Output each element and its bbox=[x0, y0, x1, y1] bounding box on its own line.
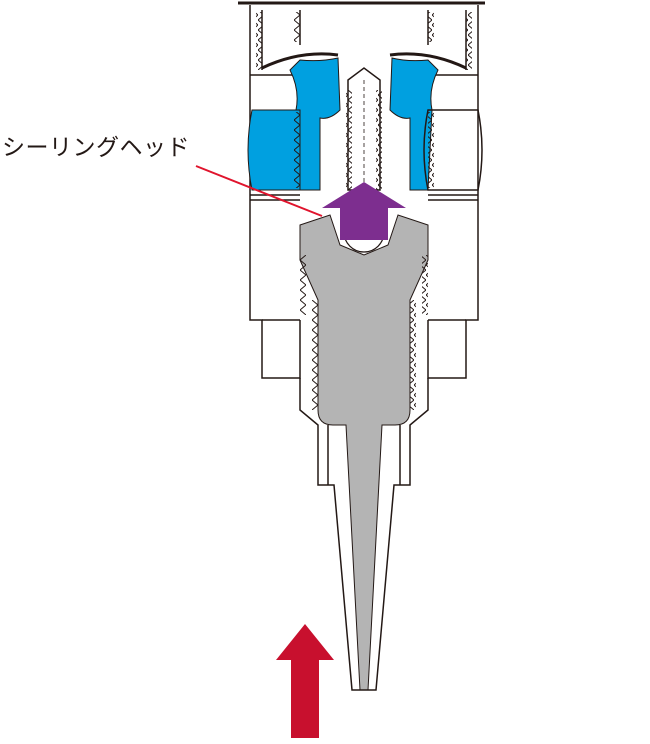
thread-right-top bbox=[466, 12, 472, 70]
thread-right-inner bbox=[428, 12, 434, 42]
thread-left-top bbox=[256, 12, 262, 70]
thread-right-port bbox=[428, 112, 434, 188]
sealing-head bbox=[299, 211, 429, 691]
thread-left-port bbox=[294, 112, 300, 188]
pressure-arrow-icon bbox=[276, 624, 334, 738]
right-port bbox=[423, 109, 483, 191]
callout-leader-line bbox=[195, 165, 323, 217]
center-stem bbox=[346, 67, 382, 191]
callout-label: シーリングヘッド bbox=[2, 135, 190, 161]
fluid-region bbox=[247, 52, 467, 191]
flow-arrow-icon bbox=[322, 182, 406, 240]
thread-left-inner bbox=[294, 12, 300, 42]
nozzle-sleeve bbox=[299, 378, 429, 691]
